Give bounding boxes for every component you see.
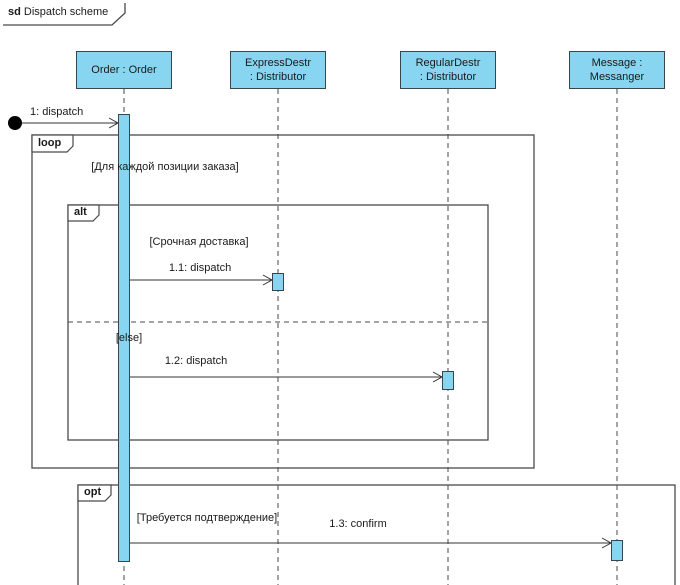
loop-tab[interactable] [31,134,74,153]
found-message-dot [8,116,22,130]
loop-frame[interactable] [31,134,535,469]
lifeline-label: Message : Messanger [589,57,645,83]
lifeline-label: Order : Order [91,64,157,76]
lifeline-head-expressdestr[interactable]: ExpressDestr : Distributor [230,51,326,89]
activation-message[interactable] [611,540,623,561]
alt-operator-label: alt [74,206,87,218]
frame-title-tab [3,3,126,26]
activation-order[interactable] [118,114,130,562]
alt-guard[interactable]: [Срочная доставка] [149,236,249,248]
frame-name: Dispatch scheme [23,6,109,18]
message-1-1-label[interactable]: 1.1: dispatch [168,262,232,274]
loop-guard[interactable]: [Для каждой позиции заказа] [91,161,239,173]
lifeline-head-message[interactable]: Message : Messanger [569,51,665,89]
activation-regulardestr[interactable] [442,371,454,390]
lifeline-head-order[interactable]: Order : Order [76,51,172,89]
opt-frame[interactable] [77,484,676,585]
lifeline-label: ExpressDestr : Distributor [244,57,312,83]
loop-operator-label: loop [38,137,62,149]
opt-tab[interactable] [77,484,112,502]
activation-expressdestr[interactable] [272,273,284,291]
frame-keyword: sd [8,6,21,18]
alt-tab[interactable] [67,204,100,222]
opt-operator-label: opt [84,486,102,498]
opt-guard[interactable]: [Требуется подтверждение] [136,512,278,524]
lifeline-label: RegularDestr : Distributor [415,57,481,83]
message-1-2-label[interactable]: 1.2: dispatch [164,355,228,367]
frame-title: sd Dispatch scheme [8,6,108,18]
alt-else-guard[interactable]: [else] [115,332,143,344]
message-1-label[interactable]: 1: dispatch [30,106,84,118]
message-1-3-label[interactable]: 1.3: confirm [329,518,387,530]
lifeline-head-regulardestr[interactable]: RegularDestr : Distributor [400,51,496,89]
